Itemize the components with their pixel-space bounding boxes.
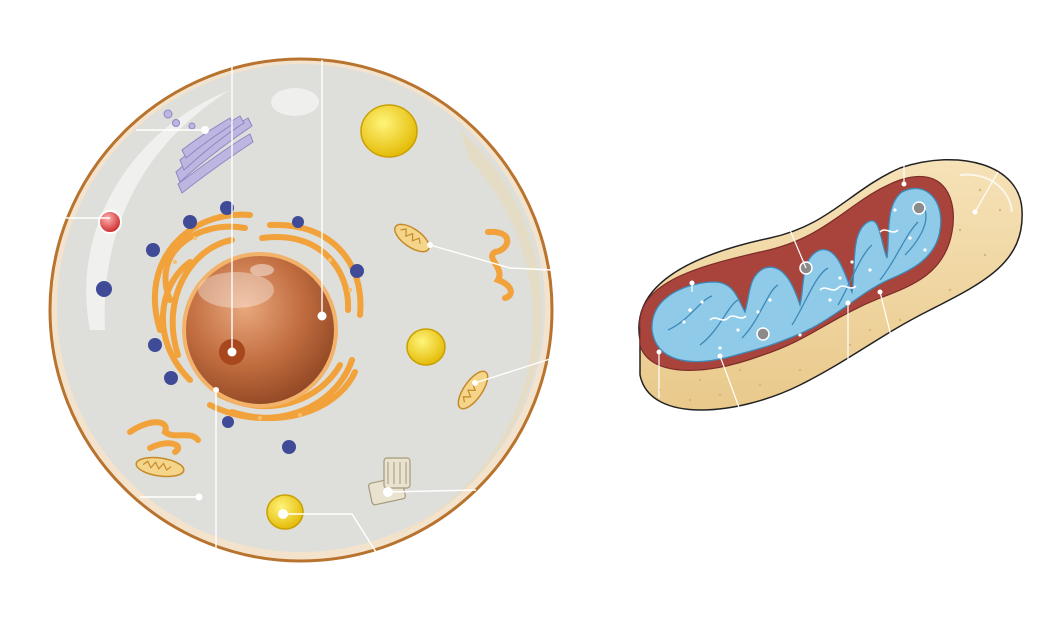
matrix-granules: [682, 208, 927, 350]
mitochondrion-matrix: [651, 187, 942, 363]
mito-leader-dots: [656, 181, 978, 359]
nucleus: [182, 252, 338, 408]
nucleus-highlight-small: [250, 264, 274, 276]
mitochondrion: [638, 158, 1023, 411]
matrix-granule-2: [756, 327, 770, 341]
nucleus-highlight: [198, 272, 274, 308]
mitochondrial-dna: [709, 229, 899, 321]
animal-cell: [48, 57, 554, 563]
er-ribosome-dots: [173, 236, 352, 420]
mito-leader-lines: [658, 165, 999, 411]
cristae: [667, 209, 927, 346]
leader-lines: [66, 60, 554, 553]
vesicle-large: [360, 104, 418, 158]
membrane-highlight-spot: [271, 88, 319, 116]
lysosome: [98, 210, 122, 234]
ribosomes: [96, 201, 364, 454]
leader-dots: [195, 126, 478, 519]
golgi-apparatus: [163, 109, 254, 194]
membrane-highlight: [86, 90, 230, 330]
outer-membrane-texture: [658, 188, 1002, 402]
matrix-granule-3: [912, 201, 926, 215]
mitochondrion-highlight: [959, 173, 1013, 213]
vesicle-medium: [406, 328, 446, 366]
